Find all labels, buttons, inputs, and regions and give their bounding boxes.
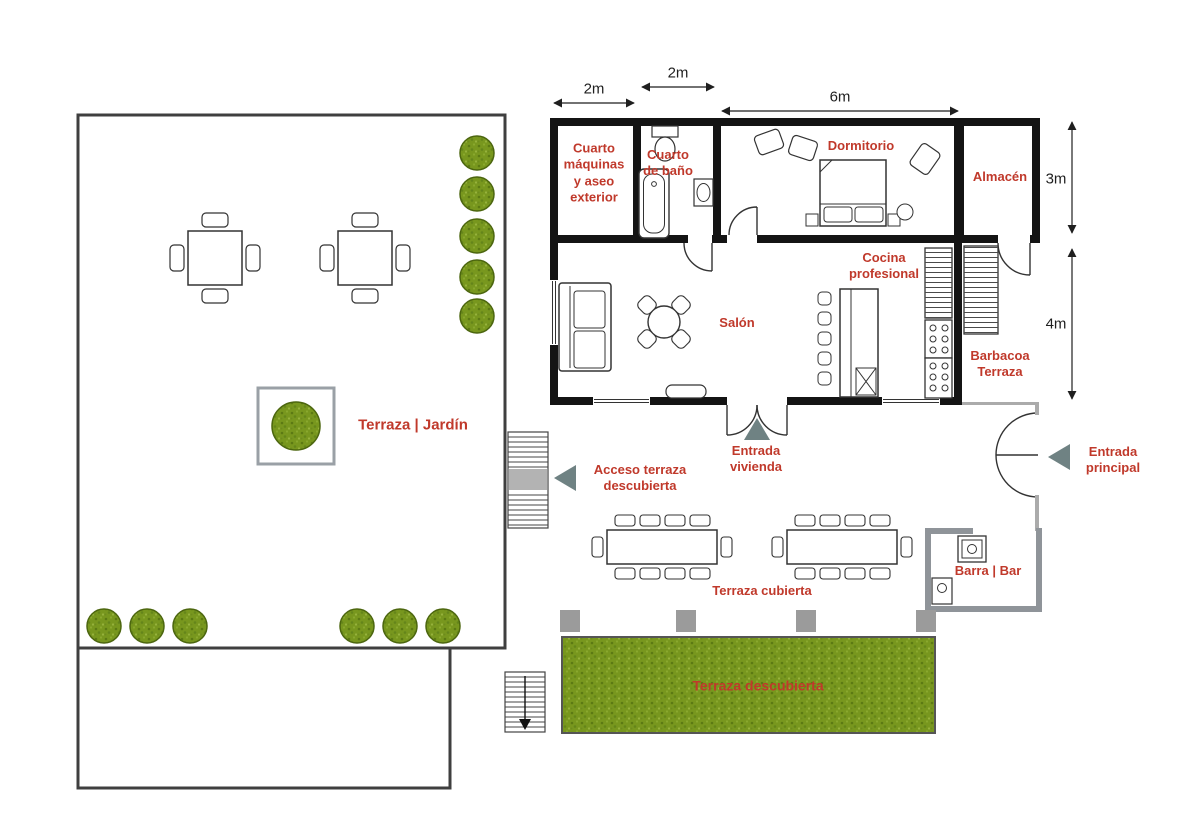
dimension-lines	[553, 82, 1077, 400]
label-storage: Almacén	[972, 168, 1028, 184]
stairs-lower	[504, 671, 546, 733]
label-garden-terrace: Terraza | Jardín	[358, 416, 468, 434]
barbecue	[963, 245, 999, 335]
bar-enclosure	[925, 528, 1042, 612]
dwelling-entrance-arrow-icon	[744, 418, 770, 440]
label-dwelling-entrance: Entrada vivienda	[729, 442, 783, 474]
bathroom-fixtures	[638, 125, 714, 239]
doors	[683, 206, 1039, 498]
bush-row-right	[459, 135, 495, 334]
dim-label-2m-a: 2m	[583, 80, 605, 98]
label-covered-terrace: Terraza cubierta	[712, 582, 812, 598]
label-machine-room: Cuarto máquinas y aseo exterior	[563, 140, 625, 205]
windows	[550, 280, 940, 405]
bedroom-furniture	[753, 128, 941, 227]
entrance-arrows	[554, 418, 1070, 491]
label-bar: Barra | Bar	[954, 562, 1022, 578]
kitchen-fixtures	[817, 247, 953, 399]
label-bathroom: Cuarto de baño	[643, 146, 693, 178]
pergola-pillars	[560, 610, 936, 632]
open-terrace-lawn	[561, 636, 936, 734]
house-walls	[550, 118, 1040, 405]
label-bedroom: Dormitorio	[827, 137, 895, 153]
terrace-stairs-upper	[507, 431, 549, 529]
label-living-room: Salón	[719, 314, 755, 330]
dim-label-2m-b: 2m	[667, 64, 689, 82]
main-entrance-arrow-icon	[1048, 444, 1070, 470]
dim-label-4m: 4m	[1045, 315, 1067, 333]
terrace-boundary	[962, 402, 1039, 531]
terrace-dining-tables	[591, 514, 913, 580]
dim-label-6m: 6m	[829, 88, 851, 106]
living-room-furniture	[558, 282, 707, 399]
label-main-entrance: Entrada principal	[1085, 443, 1141, 475]
label-kitchen: Cocina profesional	[848, 249, 920, 281]
garden-enclosure	[76, 113, 507, 790]
label-barbecue: Barbacoa Terraza	[970, 347, 1030, 379]
label-terrace-access: Acceso terraza descubierta	[593, 461, 687, 493]
planter-centerpiece	[256, 386, 336, 466]
label-open-terrace: Terraza descubierta	[692, 677, 824, 694]
dim-label-3m: 3m	[1045, 170, 1067, 188]
terrace-access-arrow-icon	[554, 465, 576, 491]
